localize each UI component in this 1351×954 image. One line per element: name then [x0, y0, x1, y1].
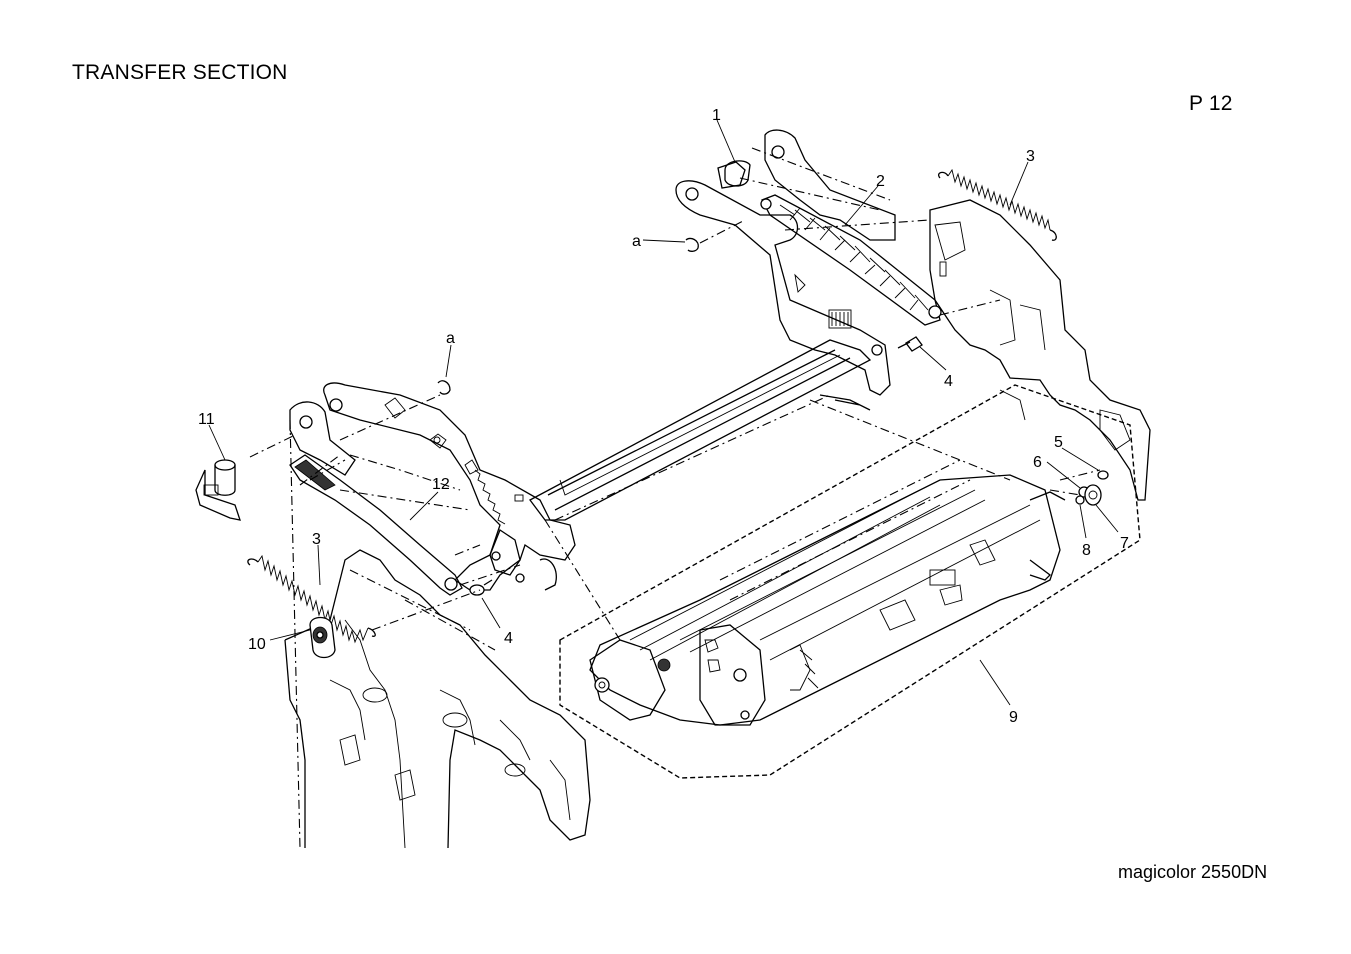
gear-group-parts-5-8: [1075, 470, 1109, 506]
callout-3-top: 3: [1026, 148, 1035, 165]
right-side-frame: [929, 199, 1151, 501]
callout-5: 5: [1054, 434, 1063, 451]
callout-6: 6: [1033, 454, 1042, 471]
callout-labels: 1 2 3 a 4 a 11 12 3 10 4 5 6 7 8 9: [198, 107, 1129, 726]
page-number: P 12: [1189, 92, 1233, 115]
callout-9: 9: [1009, 709, 1018, 726]
callout-11: 11: [198, 411, 215, 428]
screw-part-4-right: [897, 336, 923, 352]
callout-2: 2: [876, 173, 885, 190]
clip-part-8: [1075, 495, 1085, 505]
arm-part-12: [289, 454, 463, 596]
left-side-frame: [284, 549, 591, 849]
model-name: magicolor 2550DN: [1118, 862, 1268, 882]
e-ring-a-mid: [437, 380, 451, 395]
callout-1: 1: [712, 107, 721, 124]
assembly-guide-lines: [249, 147, 1101, 849]
spring-part-3-top: [938, 168, 1057, 241]
upper-frame-bracket: [675, 129, 896, 411]
callout-4-right: 4: [944, 373, 953, 390]
arm-part-2: [760, 194, 942, 326]
gear-part-7: [1084, 484, 1102, 506]
callout-a-mid: a: [446, 330, 455, 347]
lever-part-11: [195, 459, 241, 521]
unit-9-boundary: [559, 384, 1141, 779]
e-ring-a-top: [685, 237, 699, 252]
spring-part-3-left: [247, 554, 376, 644]
gear-part-10: [309, 616, 336, 659]
callout-10: 10: [248, 636, 266, 653]
screw-part-4-left: [469, 579, 493, 596]
callout-3-left: 3: [312, 531, 321, 548]
callout-8: 8: [1082, 542, 1091, 559]
washer-part-5: [1097, 470, 1109, 480]
leader-lines: [208, 119, 1119, 706]
transfer-unit-part-9: [589, 459, 1066, 726]
callout-12: 12: [432, 476, 450, 493]
callout-4-left: 4: [504, 630, 513, 647]
transfer-frame-beam: [529, 339, 872, 521]
small-spring-left: [474, 469, 525, 583]
left-frame-bracket: [289, 382, 576, 591]
section-title: TRANSFER SECTION: [72, 61, 288, 84]
callout-a-top: a: [632, 233, 641, 250]
callout-7: 7: [1120, 535, 1129, 552]
